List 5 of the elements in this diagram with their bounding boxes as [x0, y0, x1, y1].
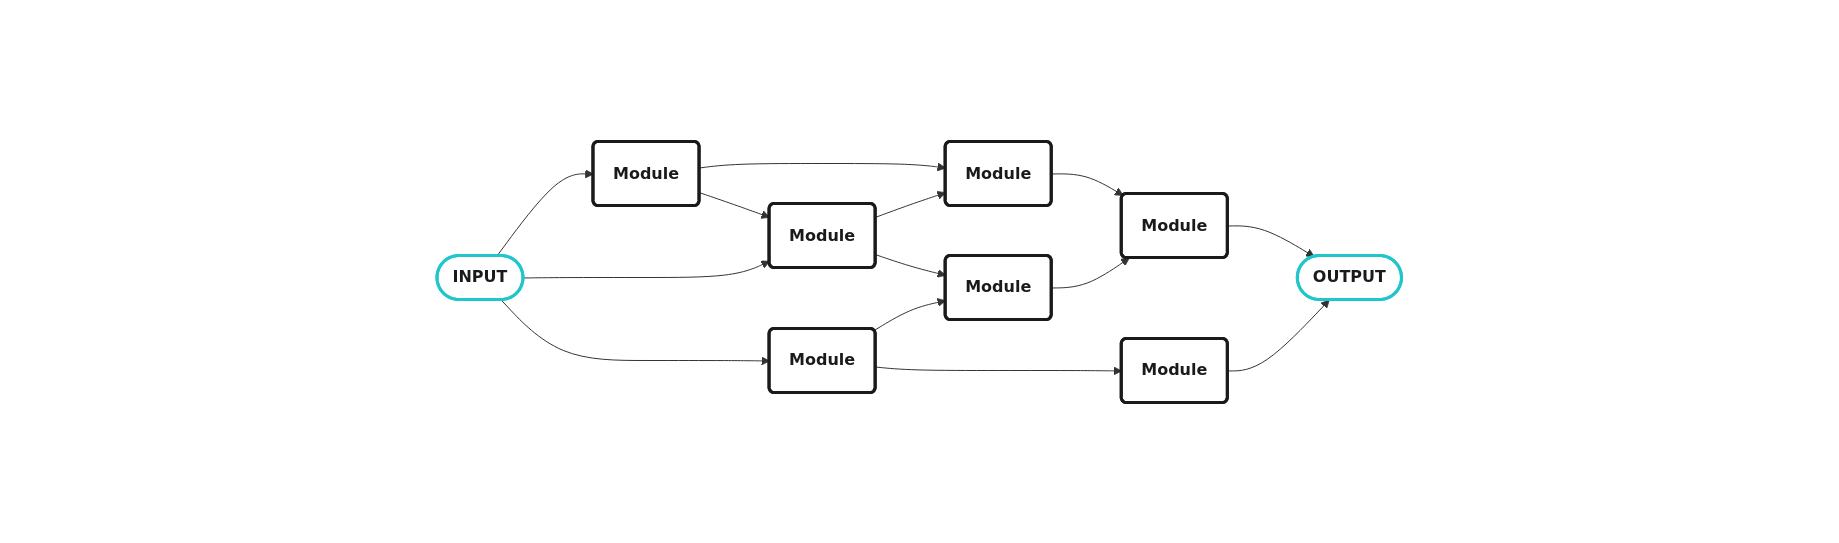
arrow [523, 260, 771, 278]
arrow [1227, 224, 1315, 257]
arrow [1051, 257, 1130, 288]
arrow [1227, 299, 1330, 371]
arrow [1051, 172, 1124, 196]
